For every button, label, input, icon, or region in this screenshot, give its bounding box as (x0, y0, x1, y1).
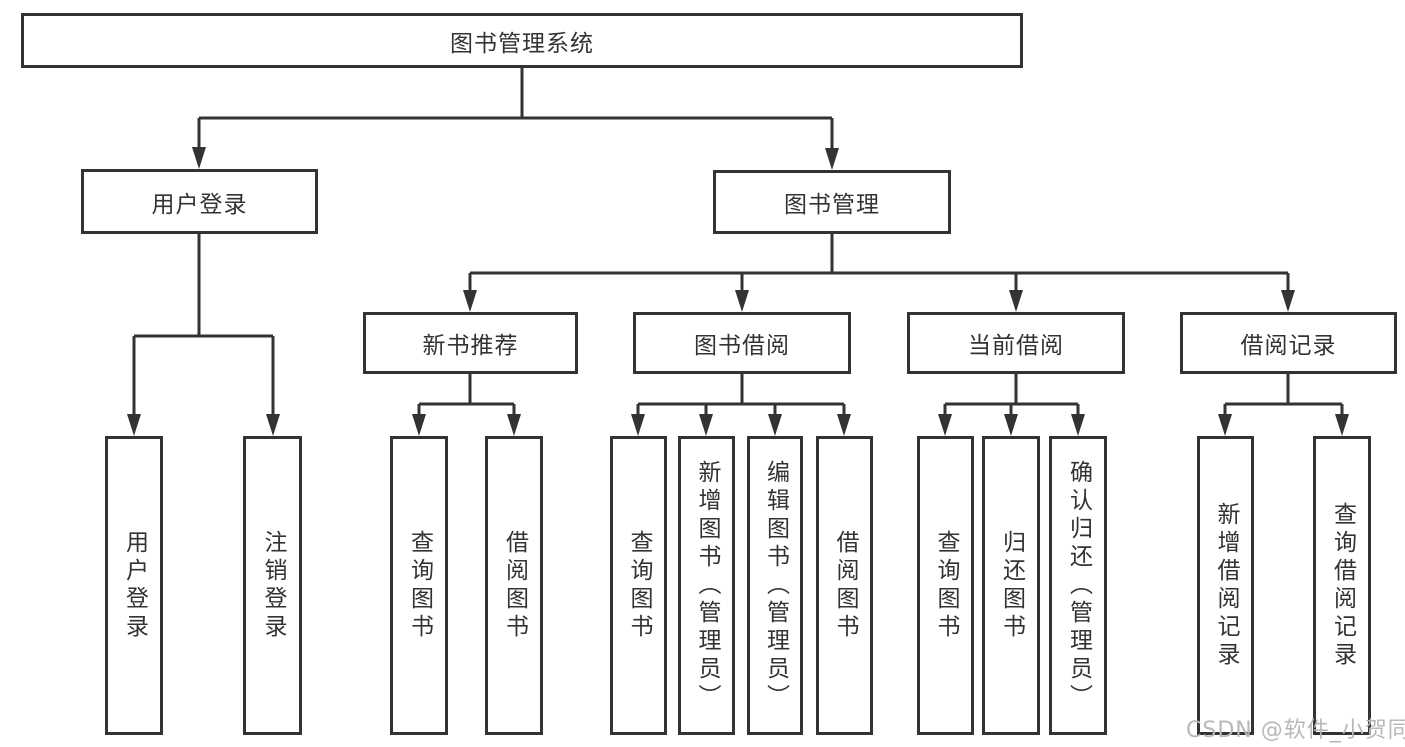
leaf-cb-confirm-return-admin-label: 确认归还（管理员） (1065, 459, 1092, 712)
node-user-login-label: 用户登录 (151, 191, 248, 218)
leaf-br-add-record-label: 新增借阅记录 (1213, 501, 1239, 670)
connector-borrow-records-children (1223, 374, 1344, 417)
leaf-cb-confirm-return-admin: 确认归还（管理员） (1049, 436, 1107, 735)
connector-book-mgmt-children (468, 234, 1290, 293)
leaf-bb-borrow-book: 借阅图书 (816, 436, 873, 735)
leaf-nb-query-book: 查询图书 (390, 436, 448, 735)
leaf-bb-query-book: 查询图书 (610, 436, 667, 735)
leaf-br-add-record: 新增借阅记录 (1197, 436, 1254, 735)
node-root: 图书管理系统 (21, 13, 1023, 68)
leaf-logout: 注销登录 (243, 436, 302, 735)
leaf-bb-borrow-book-label: 借阅图书 (832, 529, 858, 642)
leaf-logout-label: 注销登录 (260, 529, 286, 642)
watermark: CSDN @软件_小贺同学 (1186, 718, 1405, 743)
node-current-borrow-label: 当前借阅 (968, 333, 1064, 359)
arrowheads (127, 147, 1349, 436)
connector-new-book-children (417, 374, 516, 417)
leaf-bb-add-book-admin: 新增图书（管理员） (678, 436, 735, 735)
connector-user-login-children (132, 234, 275, 417)
leaf-bb-edit-book-admin-label: 编辑图书（管理员） (762, 459, 789, 712)
connector-current-borrow-children (943, 374, 1080, 417)
leaf-bb-query-book-label: 查询图书 (626, 529, 652, 642)
leaf-nb-borrow-book: 借阅图书 (485, 436, 543, 735)
node-book-management: 图书管理 (713, 170, 951, 234)
node-book-borrow: 图书借阅 (633, 312, 851, 374)
leaf-user-login-label: 用户登录 (121, 529, 148, 642)
node-new-book-recommend: 新书推荐 (363, 312, 578, 374)
leaf-nb-borrow-book-label: 借阅图书 (501, 529, 528, 642)
node-current-borrow: 当前借阅 (907, 312, 1125, 374)
leaf-br-query-record-label: 查询借阅记录 (1329, 501, 1356, 670)
node-borrow-records-label: 借阅记录 (1240, 333, 1337, 359)
node-new-book-recommend-label: 新书推荐 (422, 333, 519, 359)
leaf-cb-return-book: 归还图书 (982, 436, 1040, 735)
node-user-login: 用户登录 (81, 169, 318, 234)
leaf-cb-return-book-label: 归还图书 (998, 529, 1025, 642)
leaf-nb-query-book-label: 查询图书 (406, 529, 433, 642)
node-book-borrow-label: 图书借阅 (694, 333, 790, 359)
leaf-user-login: 用户登录 (105, 436, 163, 735)
leaf-cb-query-book: 查询图书 (917, 436, 974, 735)
node-borrow-records: 借阅记录 (1180, 312, 1397, 374)
node-book-management-label: 图书管理 (784, 192, 880, 218)
leaf-cb-query-book-label: 查询图书 (933, 529, 959, 642)
leaf-br-query-record: 查询借阅记录 (1313, 436, 1371, 735)
leaf-bb-edit-book-admin: 编辑图书（管理员） (747, 436, 803, 735)
node-root-label: 图书管理系统 (450, 30, 594, 57)
connector-book-borrow-children (636, 374, 846, 417)
leaf-bb-add-book-admin-label: 新增图书（管理员） (694, 459, 720, 712)
connector-root-to-level2 (197, 68, 834, 151)
